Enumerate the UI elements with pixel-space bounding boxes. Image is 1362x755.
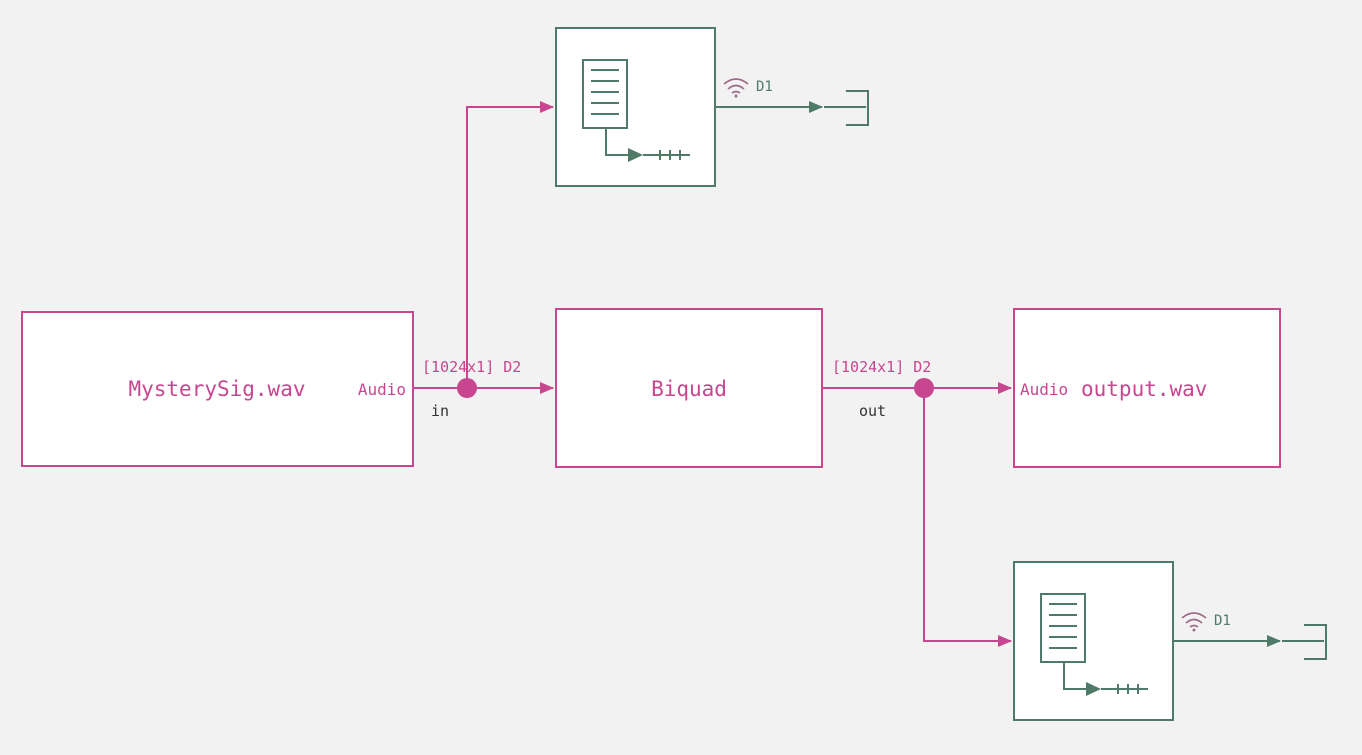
bottom-terminator-icon: [1282, 624, 1327, 660]
log-to-workspace-icon: [582, 59, 690, 162]
output-signal-line[interactable]: [822, 378, 1012, 647]
input-branch-point: [457, 378, 477, 398]
bottom-logging-block[interactable]: [1013, 561, 1174, 721]
input-signal-name: in: [431, 402, 449, 420]
bottom-wifi-icon: [1181, 612, 1207, 632]
sink-block[interactable]: Audio output.wav: [1013, 308, 1281, 468]
biquad-block[interactable]: Biquad: [555, 308, 823, 468]
log-to-workspace-icon: [1040, 593, 1148, 696]
input-signal-line[interactable]: [413, 101, 554, 398]
source-block-label: MysterySig.wav: [128, 377, 305, 401]
output-signal-dimensions: [1024x1] D2: [832, 358, 931, 376]
sink-input-port-label: Audio: [1020, 380, 1068, 399]
top-rate-label: D1: [756, 79, 773, 95]
biquad-block-label: Biquad: [651, 377, 727, 401]
sink-block-label: output.wav: [1081, 377, 1207, 401]
top-logging-block[interactable]: [555, 27, 716, 187]
source-block[interactable]: MysterySig.wav Audio: [21, 311, 414, 467]
output-branch-point: [914, 378, 934, 398]
output-signal-name: out: [859, 402, 886, 420]
top-wifi-icon: [723, 78, 749, 98]
input-signal-dimensions: [1024x1] D2: [422, 358, 521, 376]
bottom-rate-label: D1: [1214, 613, 1231, 629]
source-output-port-label: Audio: [358, 380, 406, 399]
top-terminator-icon: [824, 90, 869, 126]
